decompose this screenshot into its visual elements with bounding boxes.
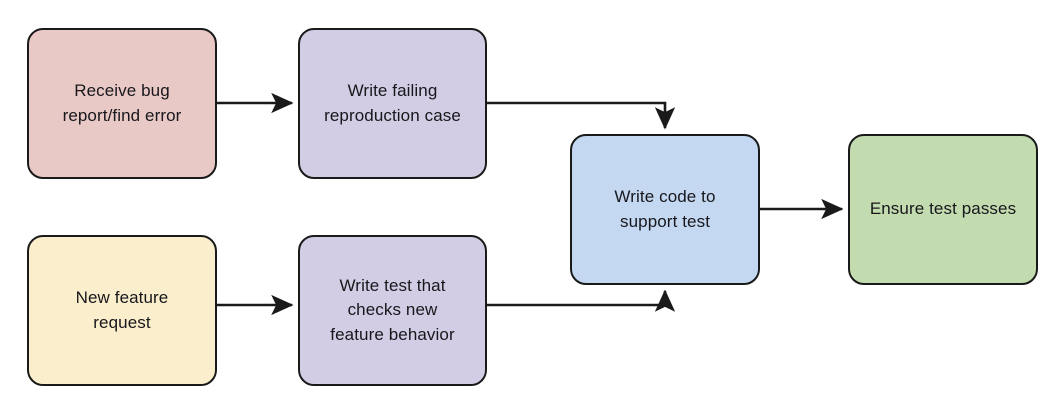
- node-label-write-code-to-support-test: Write code to support test: [614, 186, 716, 231]
- node-label-receive-bug-report: Receive bug report/find error: [62, 80, 182, 125]
- node-new-feature-request[interactable]: New feature request: [27, 235, 217, 386]
- node-write-failing-reproduction-case[interactable]: Write failing reproduction case: [298, 28, 487, 179]
- node-write-test-checks-new-feature-behavior[interactable]: Write test that checks new feature behav…: [298, 235, 487, 386]
- node-label-ensure-test-passes: Ensure test passes: [869, 199, 1017, 219]
- node-label-write-test-checks-new-feature-behavior: Write test that checks new feature behav…: [330, 275, 455, 344]
- connector-failing-case-to-write-code: [487, 101, 676, 130]
- node-label-new-feature-request: New feature request: [75, 287, 169, 332]
- node-label-write-failing-reproduction-case: Write failing reproduction case: [324, 80, 461, 125]
- node-receive-bug-report[interactable]: Receive bug report/find error: [27, 28, 217, 179]
- connector-write-test-to-write-code: [487, 289, 676, 312]
- node-ensure-test-passes[interactable]: Ensure test passes: [848, 134, 1038, 285]
- node-write-code-to-support-test[interactable]: Write code to support test: [570, 134, 760, 285]
